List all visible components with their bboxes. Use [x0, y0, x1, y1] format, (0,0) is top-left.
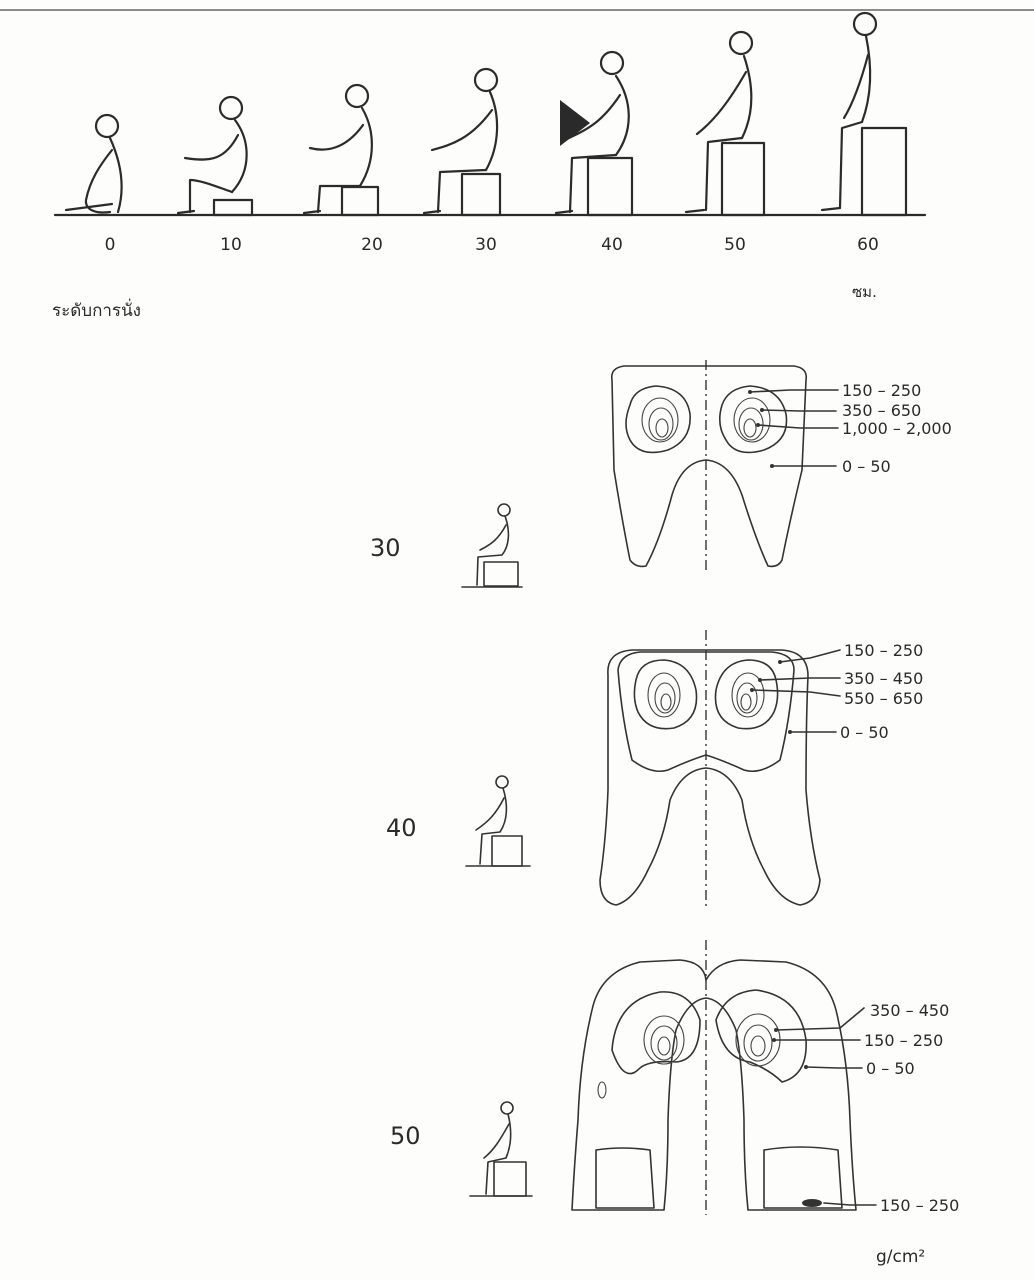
map50-label-1: 350 – 450 [870, 1001, 949, 1020]
height-label-0: 0 [105, 235, 116, 255]
map30-label-2: 350 – 650 [842, 401, 921, 420]
map50-label-3: 0 – 50 [866, 1059, 915, 1078]
mini-figure-40 [466, 776, 530, 866]
selected-height-arrow [560, 100, 590, 146]
map-height-50: 50 [390, 1122, 421, 1150]
height-label-30: 30 [475, 235, 497, 255]
map30-label-4: 0 – 50 [842, 457, 891, 476]
mini-figure-50 [470, 1102, 532, 1196]
figure-height-30 [424, 69, 500, 215]
map50-label-2: 150 – 250 [864, 1031, 943, 1050]
map40-label-1: 150 – 250 [844, 641, 923, 660]
pressure-map-40: 150 – 250 350 – 450 550 – 650 0 – 50 [600, 630, 923, 910]
figure-height-0 [66, 115, 122, 213]
figure-height-50 [686, 32, 764, 215]
map30-label-3: 1,000 – 2,000 [842, 419, 952, 438]
sitting-level-label: ระดับการนั่ง [52, 298, 141, 321]
figure-height-20 [304, 85, 378, 215]
figure-height-10 [178, 97, 252, 215]
height-label-20: 20 [361, 235, 383, 255]
pressure-map-30: 150 – 250 350 – 650 1,000 – 2,000 0 – 50 [612, 360, 952, 570]
height-label-50: 50 [724, 235, 746, 255]
map-height-40: 40 [386, 814, 417, 842]
map30-label-1: 150 – 250 [842, 381, 921, 400]
pressure-map-50: 350 – 450 150 – 250 0 – 50 150 – 250 [572, 940, 959, 1215]
height-label-40: 40 [601, 235, 623, 255]
map40-label-2: 350 – 450 [844, 669, 923, 688]
map-height-30: 30 [370, 534, 401, 562]
map50-label-4: 150 – 250 [880, 1196, 959, 1215]
pressure-unit-label: g/cm² [876, 1247, 925, 1267]
map40-label-4: 0 – 50 [840, 723, 889, 742]
mini-figure-30 [462, 504, 522, 587]
height-label-10: 10 [220, 235, 242, 255]
figure-height-60 [822, 13, 906, 215]
unit-cm: ซม. [852, 283, 877, 301]
map40-label-3: 550 – 650 [844, 689, 923, 708]
height-label-60: 60 [857, 235, 879, 255]
